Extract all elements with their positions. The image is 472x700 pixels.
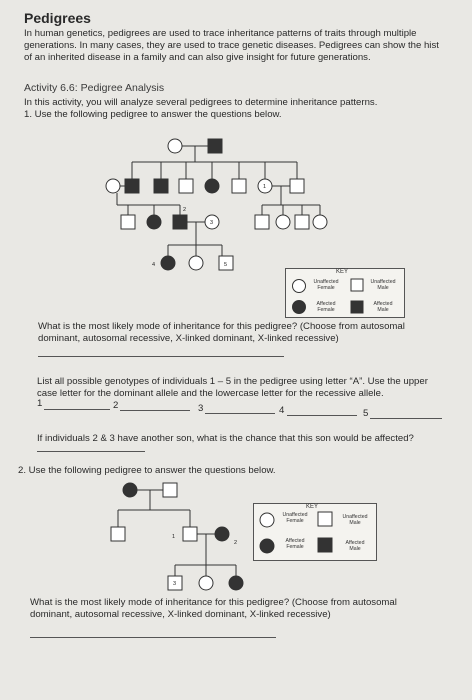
- gen3-unaffected-male-c: [294, 214, 310, 230]
- q1-mode-line-2: dominant, autosomal recessive, X-linked …: [38, 333, 339, 344]
- blank-number-1: 1: [37, 398, 43, 409]
- label-3: 3: [210, 220, 213, 226]
- blank-number-2: 2: [113, 400, 119, 411]
- question-2-prompt: 2. Use the following pedigree to answer …: [18, 465, 276, 476]
- individual-1: [257, 178, 273, 194]
- gen3-unaffected-male-b: [254, 214, 270, 230]
- intro-line-3: of an inherited disease in a family and …: [24, 52, 371, 63]
- genotype-answer-4[interactable]: [287, 415, 357, 416]
- p2-gen1-affected-female: [122, 482, 138, 498]
- gen2-unaffected-male-b: [231, 178, 247, 194]
- gen3-affected-female-a: [146, 214, 162, 230]
- blank-number-5: 5: [363, 408, 369, 419]
- gen2-affected-male-a: [124, 178, 140, 194]
- q2-mode-answer-line[interactable]: [30, 637, 276, 638]
- label-2: 2: [183, 207, 186, 213]
- q1-genotype-line-2: case letter for the dominant allele and …: [37, 388, 384, 399]
- intro-line-1: In human genetics, pedigrees are used to…: [24, 28, 417, 39]
- q2-mode-line-1: What is the most likely mode of inherita…: [30, 597, 397, 608]
- individual-5: [218, 255, 234, 271]
- gen1-affected-male: [207, 138, 223, 154]
- p2-label-3: 3: [173, 581, 176, 587]
- p2-gen2-unaffected-male: [110, 526, 126, 542]
- page-title: Pedigrees: [24, 10, 91, 26]
- gen2-unaffected-male-c: [289, 178, 305, 194]
- label-4: 4: [152, 262, 155, 268]
- label-5: 5: [224, 262, 227, 268]
- label-1: 1: [263, 184, 266, 190]
- gen2-affected-male-b: [153, 178, 169, 194]
- q1-mode-answer-line[interactable]: [38, 356, 284, 357]
- individual-3: [204, 214, 220, 230]
- question-1-prompt: 1. Use the following pedigree to answer …: [24, 109, 282, 120]
- gen3-unaffected-female-b: [312, 214, 328, 230]
- blank-number-4: 4: [279, 405, 285, 416]
- gen3-unaffected-male-a: [120, 214, 136, 230]
- genotype-answer-5[interactable]: [370, 418, 442, 419]
- individual-4: [160, 255, 176, 271]
- q1-genotype-line-1: List all possible genotypes of individua…: [37, 376, 428, 387]
- q1-son-question: If individuals 2 & 3 have another son, w…: [37, 433, 414, 444]
- q2-mode-line-2: dominant, autosomal recessive, X-linked …: [30, 609, 331, 620]
- gen2-spouse-female: [105, 178, 121, 194]
- p2-individual-3: [167, 575, 183, 591]
- p2-label-2: 2: [234, 540, 237, 546]
- q1-mode-line-1: What is the most likely mode of inherita…: [38, 321, 405, 332]
- genotype-answer-2[interactable]: [120, 410, 190, 411]
- p2-individual-2: [214, 526, 230, 542]
- genotype-answer-3[interactable]: [205, 413, 275, 414]
- p2-gen3-affected-female: [228, 575, 244, 591]
- intro-line-2: generations. In many cases, they are use…: [24, 40, 439, 51]
- key-1-title: KEY: [336, 269, 349, 275]
- gen2-affected-female: [204, 178, 220, 194]
- p2-label-1: 1: [172, 534, 175, 540]
- gen4-unaffected-female: [188, 255, 204, 271]
- p2-gen1-unaffected-male: [162, 482, 178, 498]
- p2-gen3-unaffected-female: [198, 575, 214, 591]
- gen3-unaffected-female-a: [275, 214, 291, 230]
- gen1-unaffected-female: [167, 138, 183, 154]
- activity-description: In this activity, you will analyze sever…: [24, 97, 378, 108]
- q1-son-answer-line[interactable]: [37, 451, 145, 452]
- gen2-unaffected-male-a: [178, 178, 194, 194]
- genotype-answer-1[interactable]: [44, 409, 110, 410]
- activity-heading: Activity 6.6: Pedigree Analysis: [24, 82, 165, 94]
- key-2-title: KEY: [306, 504, 319, 510]
- blank-number-3: 3: [198, 403, 204, 414]
- p2-individual-1: [182, 526, 198, 542]
